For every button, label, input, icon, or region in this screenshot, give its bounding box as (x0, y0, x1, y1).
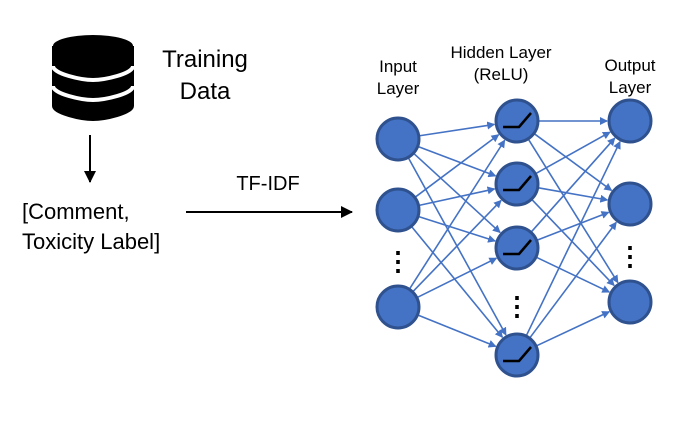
output-node-2 (607, 181, 653, 227)
output-node-circle (607, 98, 653, 144)
hidden-node-circle (494, 161, 540, 207)
input-layer-title-line2: Layer (376, 79, 420, 98)
hidden-layer-ellipsis: ⋮ (504, 291, 530, 321)
output-node-circle (607, 279, 653, 325)
edge-input-2-hidden-3 (417, 215, 497, 243)
output-node-3 (607, 279, 653, 325)
input-node-3 (375, 284, 421, 330)
edge-input-3-hidden-4 (417, 314, 497, 348)
output-layer-title: Output Layer (590, 55, 670, 99)
input-node-circle (375, 116, 421, 162)
relu-activation-icon (503, 239, 532, 256)
edge-input-2-hidden-4 (410, 225, 504, 338)
hidden-node-circle (494, 332, 540, 378)
edge-hidden-2-output-2 (537, 186, 609, 203)
input-layer-ellipsis: ⋮ (385, 246, 411, 276)
input-layer-title: Input Layer (358, 56, 438, 100)
edge-hidden-1-output-2 (533, 132, 613, 192)
training-data-label-line2: Data (179, 78, 231, 105)
hidden-node-4 (494, 332, 540, 378)
output-layer-ellipsis: ⋮ (617, 241, 643, 271)
edge-input-1-hidden-2 (417, 145, 497, 178)
edge-hidden-4-output-1 (525, 140, 621, 337)
edge-input-3-hidden-1 (408, 139, 506, 290)
edge-input-2-hidden-2 (418, 186, 496, 207)
edge-hidden-1-output-3 (527, 138, 619, 284)
hidden-layer-title-line1: Hidden Layer (450, 43, 552, 62)
network-nodes (375, 98, 653, 378)
edge-input-2-hidden-1 (414, 134, 500, 199)
input-node-2 (375, 187, 421, 233)
edge-hidden-4-output-2 (528, 221, 617, 339)
edge-hidden-3-output-2 (536, 211, 610, 242)
database-icon (51, 35, 135, 122)
output-layer-title-line1: Output (604, 56, 656, 75)
hidden-node-circle (494, 225, 540, 271)
edge-input-3-hidden-2 (412, 199, 502, 293)
record-label: [Comment, Toxicity Label] (22, 197, 202, 257)
output-node-1 (607, 98, 653, 144)
edge-hidden-3-output-3 (535, 256, 611, 293)
hidden-node-1 (494, 98, 540, 144)
hidden-layer-title-line2: (ReLU) (473, 65, 529, 84)
relu-activation-icon (503, 175, 532, 192)
edge-hidden-4-output-3 (535, 311, 611, 347)
hidden-node-3 (494, 225, 540, 271)
output-layer-title-line2: Layer (608, 78, 652, 97)
hidden-layer-title: Hidden Layer (ReLU) (440, 42, 562, 86)
input-layer-title-line1: Input (379, 57, 417, 76)
input-node-circle (375, 187, 421, 233)
input-node-1 (375, 116, 421, 162)
relu-activation-icon (503, 112, 532, 129)
training-data-label: Training Data (150, 44, 260, 108)
edge-hidden-3-output-1 (530, 137, 616, 233)
output-node-circle (607, 181, 653, 227)
record-label-line2: Toxicity Label] (22, 229, 161, 254)
edge-hidden-2-output-1 (534, 131, 611, 175)
network-edges (407, 117, 621, 348)
training-data-label-line1: Training (162, 46, 248, 73)
hidden-node-2 (494, 161, 540, 207)
edge-input-3-hidden-3 (416, 257, 498, 299)
hidden-node-circle (494, 98, 540, 144)
edge-hidden-2-output-3 (530, 198, 615, 287)
relu-activation-icon (503, 346, 532, 363)
tfidf-label: TF-IDF (236, 173, 300, 195)
record-label-line1: [Comment, (22, 199, 130, 224)
edge-input-1-hidden-1 (418, 121, 496, 137)
input-node-circle (375, 284, 421, 330)
edge-input-1-hidden-3 (412, 152, 501, 234)
